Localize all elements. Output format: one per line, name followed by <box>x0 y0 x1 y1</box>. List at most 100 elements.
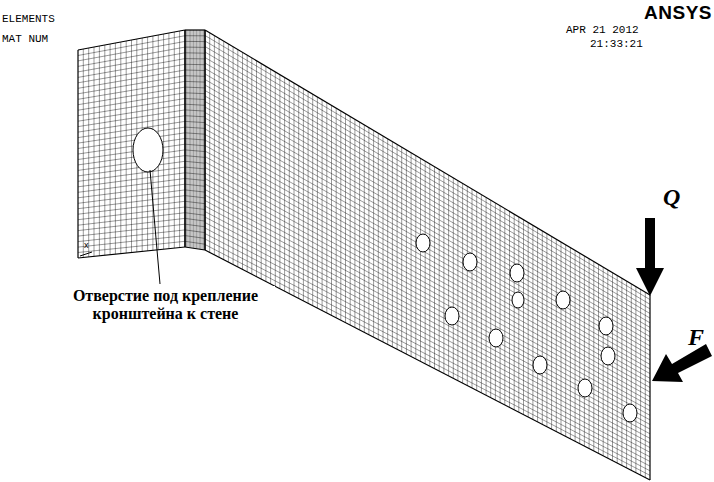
mesh-line <box>185 92 205 94</box>
leader-line <box>150 170 160 284</box>
mesh-line <box>78 247 185 258</box>
axis-triad <box>80 252 92 256</box>
mesh-line <box>78 64 185 83</box>
mesh-line <box>185 184 205 186</box>
mesh-line <box>185 29 205 30</box>
mesh-line <box>185 144 205 146</box>
mesh-line <box>185 173 205 175</box>
mesh-line <box>78 230 185 242</box>
mounting-holes <box>133 128 637 422</box>
software-logo: ANSYS <box>644 2 712 24</box>
hole <box>601 347 615 365</box>
mesh-line <box>78 218 185 230</box>
mesh-line <box>78 236 185 248</box>
mesh-line <box>78 53 185 72</box>
mesh-line <box>185 70 205 72</box>
mesh-line <box>185 87 205 89</box>
mesh-line <box>78 76 185 94</box>
mesh-line <box>185 35 205 36</box>
hole <box>445 307 459 325</box>
mesh-line <box>205 118 650 369</box>
mesh-line <box>205 129 650 378</box>
hole <box>512 292 524 308</box>
mesh-line <box>205 228 650 462</box>
hole <box>416 234 430 252</box>
hole <box>489 329 503 347</box>
mesh-line <box>185 167 205 169</box>
mesh-line <box>78 99 185 116</box>
mesh-line <box>185 75 205 77</box>
mesh-line <box>78 70 185 88</box>
mesh-line <box>205 41 650 304</box>
mesh-line <box>185 133 205 134</box>
mesh-line <box>205 245 650 476</box>
mesh-line <box>185 230 205 233</box>
mesh-line <box>185 81 205 83</box>
mesh-line <box>185 161 205 163</box>
mesh-line <box>185 110 205 111</box>
plot-date: APR 21 2012 <box>566 24 639 37</box>
callout-note: Отверстие под крепление кронштейна к сте… <box>56 286 275 325</box>
mesh-line <box>185 218 205 221</box>
mesh-line <box>185 47 205 48</box>
mesh-line <box>205 223 650 457</box>
mesh-line <box>78 173 185 187</box>
hole <box>463 253 477 271</box>
mesh-line <box>78 36 185 56</box>
mesh-line <box>185 236 205 239</box>
mesh-line <box>185 196 205 198</box>
mesh-line <box>185 104 205 105</box>
hole <box>510 264 524 282</box>
mesh-line <box>185 127 205 128</box>
mesh-line <box>78 93 185 110</box>
mesh-line <box>185 179 205 181</box>
mesh-line <box>205 250 650 480</box>
mesh-line <box>205 36 650 300</box>
mesh-line <box>205 30 650 295</box>
hole <box>578 379 592 397</box>
mesh-line <box>205 140 650 388</box>
mesh-line <box>78 167 185 181</box>
hole <box>533 356 547 374</box>
mesh-line <box>185 52 205 53</box>
mesh-line <box>205 47 650 309</box>
mesh-line <box>185 64 205 65</box>
mesh-line <box>78 190 185 203</box>
mesh-line <box>185 190 205 192</box>
mesh-line <box>205 217 650 452</box>
mesh-line <box>205 52 650 314</box>
hole <box>133 128 163 172</box>
mesh-line <box>185 156 205 158</box>
plot-type: ELEMENTS <box>2 13 55 26</box>
mesh-line <box>185 201 205 203</box>
mesh-line <box>185 121 205 122</box>
mesh-line <box>185 116 205 117</box>
plot-mode: MAT NUM <box>2 33 48 46</box>
load-arrow-q <box>636 218 664 296</box>
mesh-line <box>185 58 205 59</box>
mesh-line <box>78 213 185 226</box>
mesh-line <box>185 213 205 216</box>
mesh-line <box>185 139 205 141</box>
mesh-line <box>185 99 205 100</box>
mesh-line <box>78 184 185 198</box>
mesh-line <box>78 150 185 165</box>
mesh-line <box>78 179 185 193</box>
mesh-line <box>185 241 205 244</box>
hole <box>599 317 613 335</box>
plot-time: 21:33:21 <box>590 38 643 51</box>
mesh-line <box>205 234 650 467</box>
mesh-line <box>78 81 185 99</box>
mesh-line <box>78 87 185 105</box>
mesh-line <box>78 201 185 214</box>
mesh-line <box>78 161 185 176</box>
mesh-line <box>78 224 185 236</box>
mesh-line <box>78 59 185 78</box>
mesh-line <box>205 124 650 374</box>
mesh-line <box>205 135 650 383</box>
mesh-line <box>78 41 185 61</box>
hole <box>623 404 637 422</box>
mesh-line <box>185 247 205 250</box>
